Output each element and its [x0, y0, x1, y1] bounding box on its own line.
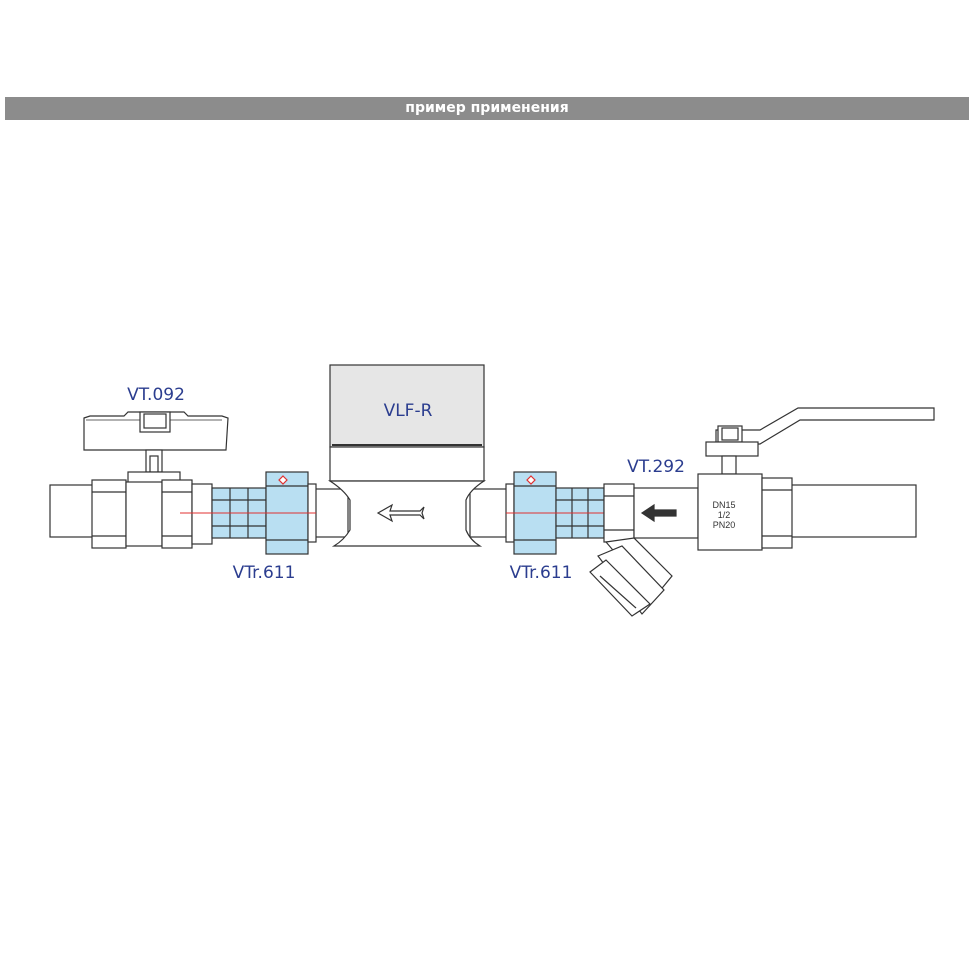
label-vtr611-left: VTr.611 — [233, 563, 296, 583]
label-vt292: VT.292 — [627, 457, 685, 477]
y-strainer — [589, 483, 699, 617]
valve-marking-dn: DN15 — [712, 500, 735, 510]
label-vt092: VT.092 — [127, 385, 185, 405]
flow-direction-arrow-icon — [376, 503, 425, 523]
pipe-right — [789, 484, 917, 538]
ball-valve-vt292 — [697, 407, 935, 551]
label-vlf-r: VLF-R — [384, 401, 433, 421]
union-vtr611-right — [505, 471, 632, 555]
pipe-left — [49, 484, 99, 538]
label-vtr611-right: VTr.611 — [510, 563, 573, 583]
section-header: пример применения — [5, 97, 969, 120]
union-vtr611-left — [180, 471, 317, 555]
flow-direction-arrow-icon — [640, 503, 677, 523]
water-meter-vlf-r — [327, 364, 487, 547]
valve-marking-pn: PN20 — [713, 520, 736, 530]
valve-marking-size: 1/2 — [718, 510, 731, 520]
ball-valve-vt092 — [83, 411, 229, 549]
